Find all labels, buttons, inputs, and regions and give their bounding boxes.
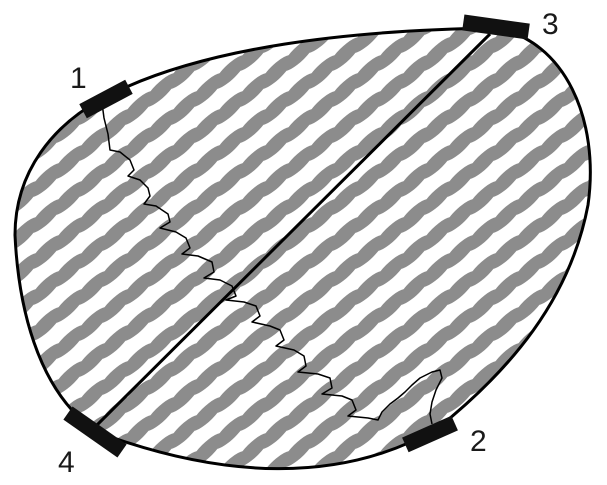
straight-path-line: [92, 32, 492, 430]
electrode-1-label: 1: [70, 62, 87, 95]
electrode-2-label: 2: [470, 425, 487, 458]
electrode-4: [63, 406, 127, 458]
electrode-3-label: 3: [542, 8, 559, 41]
electrode-1: [79, 79, 133, 119]
electrode-3: [462, 14, 530, 40]
electrode-2: [402, 415, 458, 453]
zigzag-path-line: [101, 102, 443, 425]
electrode-4-label: 4: [58, 446, 75, 479]
